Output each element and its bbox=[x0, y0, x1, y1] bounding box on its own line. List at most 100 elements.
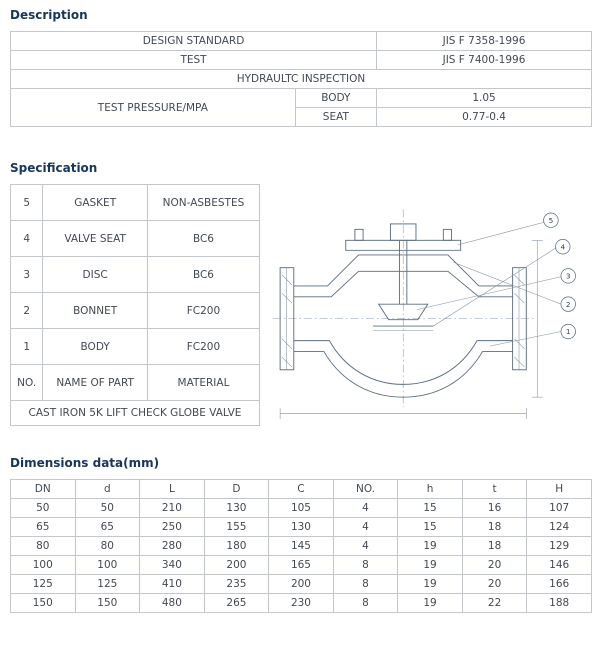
col-header: D bbox=[203, 479, 270, 499]
table-cell: 124 bbox=[526, 517, 592, 537]
table-row: 4 VALVE SEAT BC6 bbox=[9, 220, 261, 257]
inspection-label: HYDRAULTC INSPECTION bbox=[10, 69, 592, 89]
table-row: 150 150 480 265 230 8 19 22 188 bbox=[10, 593, 592, 613]
part-name: BODY bbox=[42, 328, 148, 365]
datasheet-page: Description DESIGN STANDARD JIS F 7358-1… bbox=[9, 8, 592, 613]
table-row: 65 65 250 155 130 4 15 18 124 bbox=[10, 517, 592, 537]
table-cell: 65 bbox=[10, 517, 76, 537]
part-material: BC6 bbox=[146, 256, 261, 293]
test-pressure-label: TEST PRESSURE/MPA bbox=[10, 88, 296, 127]
description-section: Description DESIGN STANDARD JIS F 7358-1… bbox=[9, 8, 592, 127]
table-cell: 107 bbox=[526, 498, 592, 518]
table-row: SEAT 0.77-0.4 bbox=[11, 107, 592, 127]
body-label: BODY bbox=[294, 88, 378, 108]
col-header-no: NO. bbox=[9, 364, 44, 401]
col-header: H bbox=[526, 479, 592, 499]
table-cell: 8 bbox=[332, 574, 399, 594]
part-no: 3 bbox=[9, 256, 44, 293]
test-value: JIS F 7400-1996 bbox=[376, 50, 592, 70]
table-row: 100 100 340 200 165 8 19 20 146 bbox=[10, 555, 592, 575]
part-no: 1 bbox=[9, 328, 44, 365]
part-no: 5 bbox=[9, 184, 44, 221]
col-header: d bbox=[74, 479, 141, 499]
col-header-part: NAME OF PART bbox=[42, 364, 148, 401]
table-cell: 80 bbox=[74, 536, 141, 556]
table-cell: 100 bbox=[10, 555, 76, 575]
table-cell: 230 bbox=[268, 593, 334, 613]
table-row: TEST PRESSURE/MPA BODY 1.05 bbox=[10, 88, 592, 127]
col-header: DN bbox=[10, 479, 76, 499]
table-cell: 19 bbox=[397, 574, 463, 594]
col-header: t bbox=[461, 479, 528, 499]
part-material: FC200 bbox=[146, 292, 261, 329]
part-name: GASKET bbox=[42, 184, 148, 221]
table-cell: 410 bbox=[139, 574, 205, 594]
specification-content: 5 GASKET NON-ASBESTES 4 VALVE SEAT BC6 3… bbox=[9, 184, 592, 430]
table-cell: 18 bbox=[461, 517, 528, 537]
parts-table: 5 GASKET NON-ASBESTES 4 VALVE SEAT BC6 3… bbox=[9, 184, 261, 426]
table-cell: 20 bbox=[461, 574, 528, 594]
seat-label: SEAT bbox=[294, 107, 378, 127]
table-cell: 145 bbox=[268, 536, 334, 556]
valve-drawing-icon: 5 4 3 2 1 bbox=[272, 209, 576, 420]
table-cell: 150 bbox=[74, 593, 141, 613]
table-cell: 22 bbox=[461, 593, 528, 613]
table-cell: 125 bbox=[74, 574, 141, 594]
table-cell: 280 bbox=[139, 536, 205, 556]
col-header-material: MATERIAL bbox=[146, 364, 261, 401]
table-cell: 20 bbox=[461, 555, 528, 575]
table-cell: 165 bbox=[268, 555, 334, 575]
valve-drawing-area: 5 4 3 2 1 bbox=[260, 184, 592, 430]
callout-5: 5 bbox=[549, 216, 554, 225]
table-cell: 129 bbox=[526, 536, 592, 556]
callout-3: 3 bbox=[566, 272, 571, 281]
table-row: TEST JIS F 7400-1996 bbox=[9, 50, 592, 70]
table-cell: 200 bbox=[268, 574, 334, 594]
table-cell: 235 bbox=[203, 574, 270, 594]
seat-value: 0.77-0.4 bbox=[376, 107, 592, 127]
design-standard-label: DESIGN STANDARD bbox=[9, 31, 378, 51]
callout-4: 4 bbox=[560, 242, 565, 251]
table-cell: 15 bbox=[397, 517, 463, 537]
table-cell: 166 bbox=[526, 574, 592, 594]
table-cell: 180 bbox=[203, 536, 270, 556]
table-cell: 130 bbox=[203, 498, 270, 518]
table-cell: 50 bbox=[74, 498, 141, 518]
table-cell: 125 bbox=[10, 574, 76, 594]
table-row: 2 BONNET FC200 bbox=[9, 292, 261, 329]
table-row: NO. NAME OF PART MATERIAL bbox=[9, 364, 261, 401]
part-no: 2 bbox=[9, 292, 44, 329]
table-cell: 80 bbox=[10, 536, 76, 556]
table-cell: 15 bbox=[397, 498, 463, 518]
part-material: BC6 bbox=[146, 220, 261, 257]
table-row: 5 GASKET NON-ASBESTES bbox=[9, 184, 261, 221]
table-cell: 155 bbox=[203, 517, 270, 537]
part-name: BONNET bbox=[42, 292, 148, 329]
parts-list: 5 GASKET NON-ASBESTES 4 VALVE SEAT BC6 3… bbox=[9, 184, 261, 426]
table-cell: 265 bbox=[203, 593, 270, 613]
table-cell: 340 bbox=[139, 555, 205, 575]
table-cell: 100 bbox=[74, 555, 141, 575]
table-cell: 19 bbox=[397, 536, 463, 556]
product-title: CAST IRON 5K LIFT CHECK GLOBE VALVE bbox=[10, 400, 260, 426]
table-row: 3 DISC BC6 bbox=[9, 256, 261, 293]
col-header: h bbox=[397, 479, 463, 499]
table-cell: 150 bbox=[10, 593, 76, 613]
table-cell: 210 bbox=[139, 498, 205, 518]
part-no: 4 bbox=[9, 220, 44, 257]
table-cell: 8 bbox=[332, 593, 399, 613]
table-cell: 8 bbox=[332, 555, 399, 575]
table-cell: 4 bbox=[332, 498, 399, 518]
table-row: 50 50 210 130 105 4 15 16 107 bbox=[10, 498, 592, 518]
specification-heading: Specification bbox=[10, 161, 98, 175]
table-row: 80 80 280 180 145 4 19 18 129 bbox=[10, 536, 592, 556]
table-cell: 16 bbox=[461, 498, 528, 518]
table-row: CAST IRON 5K LIFT CHECK GLOBE VALVE bbox=[10, 400, 260, 426]
table-cell: 200 bbox=[203, 555, 270, 575]
table-cell: 250 bbox=[139, 517, 205, 537]
table-row: HYDRAULTC INSPECTION bbox=[10, 69, 592, 89]
col-header: C bbox=[268, 479, 334, 499]
table-cell: 18 bbox=[461, 536, 528, 556]
table-cell: 105 bbox=[268, 498, 334, 518]
col-header: L bbox=[139, 479, 205, 499]
